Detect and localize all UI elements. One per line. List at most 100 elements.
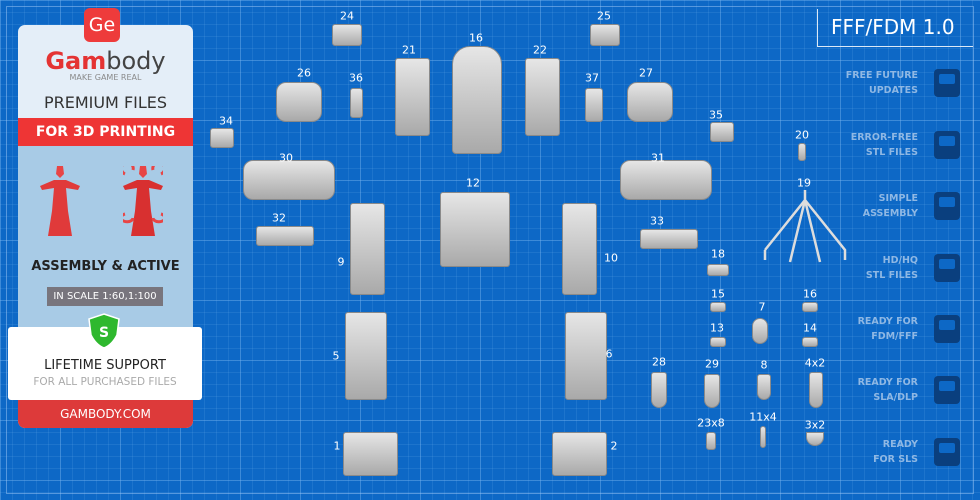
- blueprint-frame: [6, 6, 974, 494]
- part-number-label: 15: [711, 287, 725, 301]
- part-2: [552, 432, 607, 476]
- part-number-label: 13: [710, 321, 724, 335]
- part-number-label: 9: [337, 255, 345, 269]
- part-14: [802, 337, 818, 347]
- file-check-icon: [930, 128, 964, 162]
- sync-icon: [930, 66, 964, 100]
- feature-line-2: FOR SLS: [873, 454, 918, 465]
- feature-line-1: READY: [882, 439, 918, 450]
- gambody-logo: Ge: [84, 8, 120, 42]
- part-number-label: 29: [705, 357, 719, 371]
- part-number-label: 20: [795, 128, 809, 142]
- feature-line-2: ASSEMBLY: [862, 208, 918, 219]
- shield-icon: S: [88, 313, 120, 349]
- part-16: [452, 46, 502, 154]
- feature-line-1: READY FOR: [857, 377, 918, 388]
- part-5: [345, 312, 387, 400]
- part-19: [763, 190, 847, 263]
- scale-badge: IN SCALE 1:60,1:100: [47, 287, 163, 306]
- site-link[interactable]: GAMBODY.COM: [18, 400, 193, 428]
- part-15: [710, 302, 726, 312]
- part-12: [440, 192, 510, 267]
- part-number-label: 23x8: [697, 416, 725, 430]
- part-8: [757, 374, 771, 400]
- part-number-label: 10: [604, 251, 618, 265]
- part-number-label: 1: [333, 439, 341, 453]
- part-number-label: 35: [709, 108, 723, 122]
- part-4x2: [809, 372, 823, 408]
- feature-label: SIMPLE ASSEMBLY: [830, 191, 918, 221]
- part-number-label: 34: [219, 114, 233, 128]
- part-number-label: 22: [533, 43, 547, 57]
- fdm-printer-icon: [930, 312, 964, 346]
- feature-line-1: ERROR-FREE: [850, 132, 918, 143]
- sls-printer-icon: [930, 435, 964, 469]
- part-number-label: 30: [279, 151, 293, 165]
- sla-printer-icon: [930, 373, 964, 407]
- part-number-label: 5: [332, 349, 340, 363]
- support-subtitle: FOR ALL PURCHASED FILES: [33, 376, 177, 388]
- part-number-label: 8: [760, 358, 768, 372]
- part-26: [276, 82, 322, 122]
- part-37: [585, 88, 603, 122]
- part-23x8: [706, 432, 716, 450]
- part-number-label: 32: [272, 211, 286, 225]
- feature-line-2: UPDATES: [869, 85, 918, 96]
- part-number-label: 36: [349, 71, 363, 85]
- part-number-label: 12: [466, 176, 480, 190]
- feature-line-2: FDM/FFF: [871, 331, 918, 342]
- static-figure-icon: [40, 166, 80, 236]
- part-number-label: 16: [469, 31, 483, 45]
- svg-text:S: S: [99, 325, 109, 341]
- part-22: [525, 58, 560, 136]
- part-number-label: 26: [297, 66, 311, 80]
- feature-line-1: SIMPLE: [878, 193, 918, 204]
- part-number-label: 4x2: [804, 356, 826, 370]
- part-35: [710, 122, 734, 142]
- part-24: [332, 24, 362, 46]
- part-number-label: 27: [639, 66, 653, 80]
- feature-label: READY FOR FDM/FFF: [830, 314, 918, 344]
- part-number-label: 33: [650, 214, 664, 228]
- brand-name: Gambody: [45, 47, 166, 75]
- part-number-label: 14: [803, 321, 817, 335]
- part-29: [704, 374, 720, 408]
- feature-label: READY FOR SLS: [830, 437, 918, 467]
- part-number-label: 28: [652, 355, 666, 369]
- part-number-label: 37: [585, 71, 599, 85]
- feature-line-2: STL FILES: [865, 147, 918, 158]
- version-label: FFF/FDM 1.0: [817, 9, 973, 47]
- part-31: [620, 160, 712, 200]
- part-9: [350, 203, 385, 295]
- feature-line-1: HD/HQ: [882, 255, 918, 266]
- part-27: [627, 82, 673, 122]
- active-figure-icon: [123, 166, 163, 236]
- part-number-label: 25: [597, 9, 611, 23]
- part-36: [350, 88, 363, 118]
- part-number-label: 31: [651, 151, 665, 165]
- part-21: [395, 58, 430, 136]
- part-13: [710, 337, 726, 347]
- part-number-label: 19: [797, 176, 811, 190]
- part-33: [640, 229, 698, 249]
- part-28: [651, 372, 667, 408]
- part-number-label: 21: [402, 43, 416, 57]
- part-11x4: [760, 426, 766, 448]
- tagline: MAKE GAME REAL: [69, 73, 142, 82]
- part-32: [256, 226, 314, 246]
- part-number-label: 2: [610, 439, 618, 453]
- part-number-label: 7: [758, 300, 766, 314]
- part-number-label: 16: [803, 287, 817, 301]
- part-7: [752, 318, 768, 344]
- part-number-label: 3x2: [804, 418, 826, 432]
- part-16-small: [802, 302, 818, 312]
- part-18: [707, 264, 729, 276]
- bust-icon: [930, 251, 964, 285]
- feature-line-1: READY FOR: [857, 316, 918, 327]
- part-number-label: 6: [605, 347, 613, 361]
- part-number-label: 24: [340, 9, 354, 23]
- puzzle-icon: [930, 189, 964, 223]
